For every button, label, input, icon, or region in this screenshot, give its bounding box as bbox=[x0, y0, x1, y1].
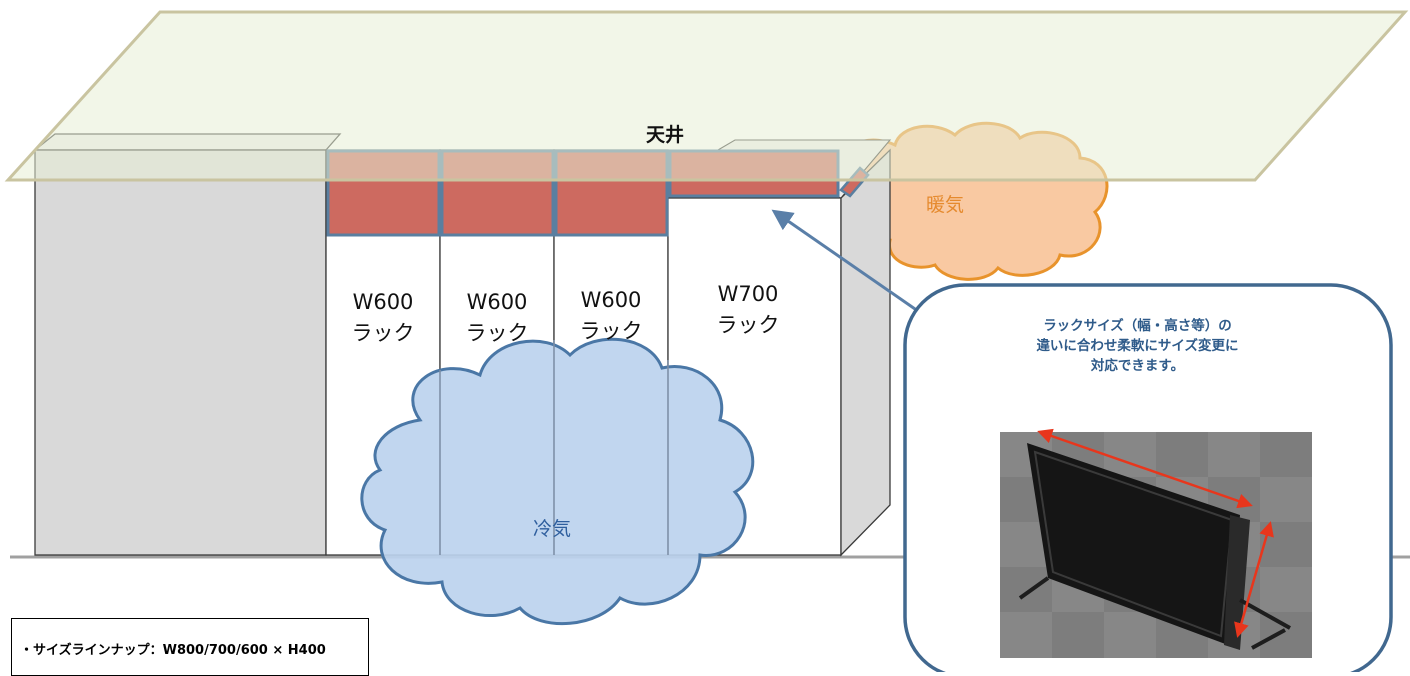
ceiling-label: 天井 bbox=[645, 124, 684, 146]
callout-arrow bbox=[771, 209, 929, 320]
callout-line-2: 違いに合わせ柔軟にサイズ変更に bbox=[1036, 338, 1239, 354]
rack-width-label: W600 bbox=[580, 288, 642, 312]
rack-left-front bbox=[34, 149, 327, 556]
spec-box bbox=[11, 618, 369, 676]
width-arrow bbox=[1037, 428, 1253, 509]
cool-air-label: 冷気 bbox=[532, 518, 571, 540]
rack-label-4: W700 ラック bbox=[693, 279, 803, 341]
height-arrow bbox=[1234, 521, 1274, 638]
callout-line-3: 対応できます。 bbox=[1090, 358, 1185, 374]
callout-text: ラックサイズ（幅・高さ等）の 違いに合わせ柔軟にサイズ変更に 対応できます。 bbox=[960, 316, 1315, 376]
rack-label-1: W600 ラック bbox=[328, 287, 438, 349]
spec-text: ・サイズラインナップ：W800/700/600 × H400 bbox=[20, 643, 326, 658]
rack-type-label: ラック bbox=[579, 319, 643, 343]
rack-type-label: ラック bbox=[716, 313, 780, 337]
rack-right-side bbox=[840, 148, 891, 557]
rack-label-2: W600 ラック bbox=[442, 287, 552, 349]
callout-line-1: ラックサイズ（幅・高さ等）の bbox=[1043, 318, 1232, 334]
rack-width-label: W700 bbox=[717, 282, 779, 306]
rack-width-label: W600 bbox=[466, 290, 528, 314]
rack-type-label: ラック bbox=[351, 321, 415, 345]
rack-type-label: ラック bbox=[465, 321, 529, 345]
cool-air-cloud bbox=[360, 337, 755, 626]
warm-air-label: 暖気 bbox=[925, 194, 964, 216]
ceiling-plane bbox=[4, 10, 1409, 182]
rack-label-3: W600 ラック bbox=[556, 285, 666, 347]
rack-width-label: W600 bbox=[352, 290, 414, 314]
